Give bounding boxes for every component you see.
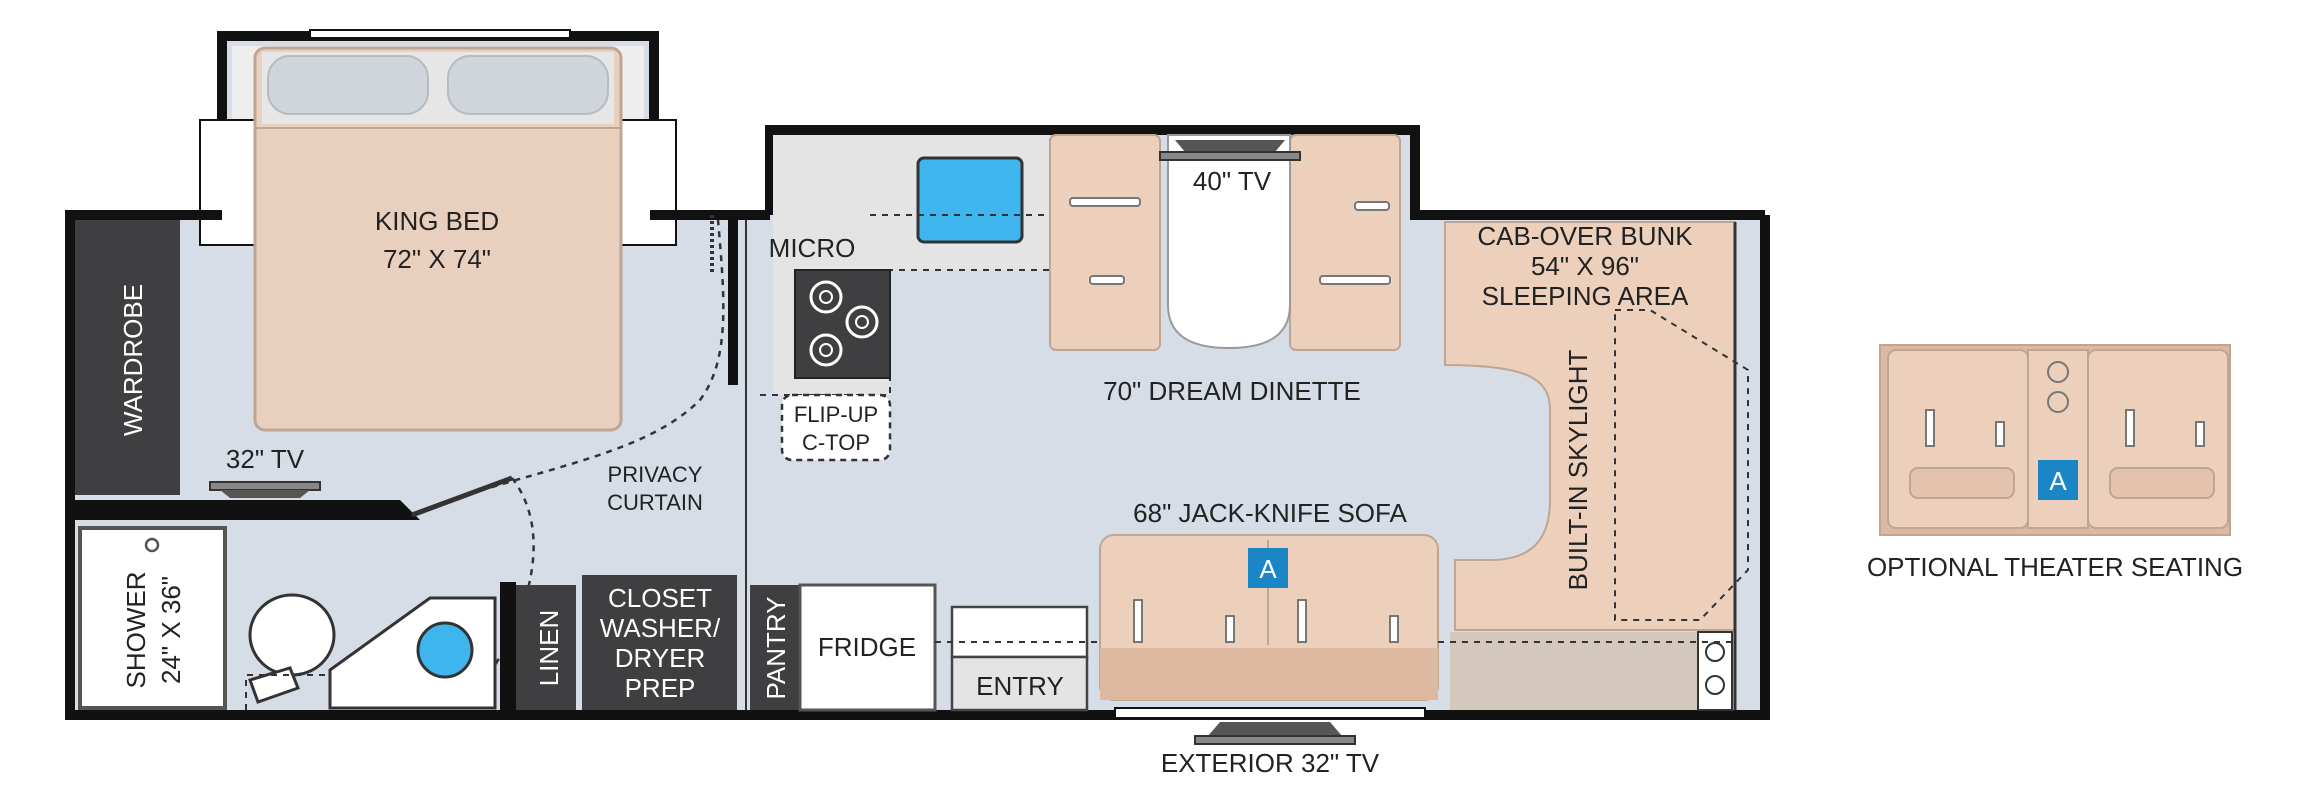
cup-holder-icon [1705,675,1725,695]
flip-up-label-2: C-TOP [802,430,870,455]
bedroom-tv-icon [209,481,321,491]
privacy-curtain-label-2: CURTAIN [607,490,703,515]
seatbelt-icon [2125,409,2135,447]
galley-partition [728,220,738,385]
cup-holder-icon [2047,361,2069,383]
closet-label-3: DRYER [615,643,706,673]
closet-label-1: CLOSET [608,583,712,613]
cab-console [1697,631,1733,711]
option-a-marker: A [1259,554,1277,584]
skylight-outline [1614,309,1749,621]
seatbelt-icon [1319,275,1391,285]
toilet-icon [248,593,336,704]
exterior-tv-label: EXTERIOR 32" TV [1161,748,1380,778]
dinette-tv-label: 40" TV [1193,166,1272,196]
linen [516,585,576,710]
bath-partition [500,582,516,710]
closet-washer-dryer [582,575,737,710]
pantry-label: PANTRY [761,596,791,699]
kitchen-sink-icon [916,156,1024,244]
linen-label: LINEN [534,610,564,687]
seatbelt-icon [1995,421,2005,447]
theater-seating [1879,344,2231,536]
seatbelt-icon [1297,599,1307,643]
king-bed-size: 72" X 74" [383,244,491,274]
shower-label-2: 24" X 36" [156,576,186,684]
closet-label-4: PREP [625,673,696,703]
dinette-tv-icon [1159,140,1301,161]
fridge [798,583,937,712]
pillow-right [447,55,609,115]
seatbelt-icon [1225,615,1235,643]
flip-up-countertop [780,393,892,462]
king-bed-label: KING BED [375,206,499,236]
burner-icon [809,280,843,314]
theater-option-a-marker: A [2049,466,2067,496]
cab-floor [1450,632,1698,710]
seatbelt-icon [1133,599,1143,643]
entry-label: ENTRY [976,671,1064,701]
bath-wall [75,500,420,520]
seatbelt-icon [1089,275,1125,285]
cup-holder-icon [2047,391,2069,413]
cab-over-bunk [1444,221,1736,631]
closet-label-2: WASHER/ [600,613,721,643]
flip-up-label-1: FLIP-UP [794,402,878,427]
seatbelt-icon [1925,409,1935,447]
wardrobe-label: WARDROBE [118,284,148,436]
dinette [1049,134,1401,351]
privacy-curtain-line [411,219,725,517]
shower-label-1: SHOWER [121,572,151,689]
pantry [750,585,800,710]
entry-step-upper [950,605,1089,659]
seatbelt-icon [1354,201,1390,211]
shower [78,526,227,710]
theater-caption: OPTIONAL THEATER SEATING [1867,552,2243,582]
king-bed [253,46,623,432]
bath-sink-icon [416,621,474,679]
exterior-tv-icon [1194,722,1356,745]
burner-icon [845,305,879,339]
shower-drain-icon [144,537,160,553]
jack-knife-sofa [1099,534,1439,701]
burner-icon [809,333,843,367]
seatbelt-icon [1389,615,1399,643]
wardrobe [75,220,180,495]
skylight-label: BUILT-IN SKYLIGHT [1563,349,1593,590]
bunk-label-2: 54" X 96" [1531,251,1639,281]
dinette-label: 70" DREAM DINETTE [1103,376,1361,406]
privacy-curtain-label-1: PRIVACY [608,462,703,487]
bedroom-tv-label: 32" TV [226,444,305,474]
fridge-label: FRIDGE [818,632,916,662]
micro-label: MICRO [769,233,856,263]
bunk-label-1: CAB-OVER BUNK [1477,221,1693,251]
seatbelt-icon [2195,421,2205,447]
option-a-badge [1248,548,1288,588]
theater-option-a-badge [2038,460,2078,500]
bunk-label-3: SLEEPING AREA [1482,281,1689,311]
sofa-label: 68" JACK-KNIFE SOFA [1133,498,1407,528]
entry-step-lower [950,655,1089,712]
pillow-left [267,55,429,115]
cooktop [794,269,891,379]
seatbelt-icon [1069,197,1141,207]
